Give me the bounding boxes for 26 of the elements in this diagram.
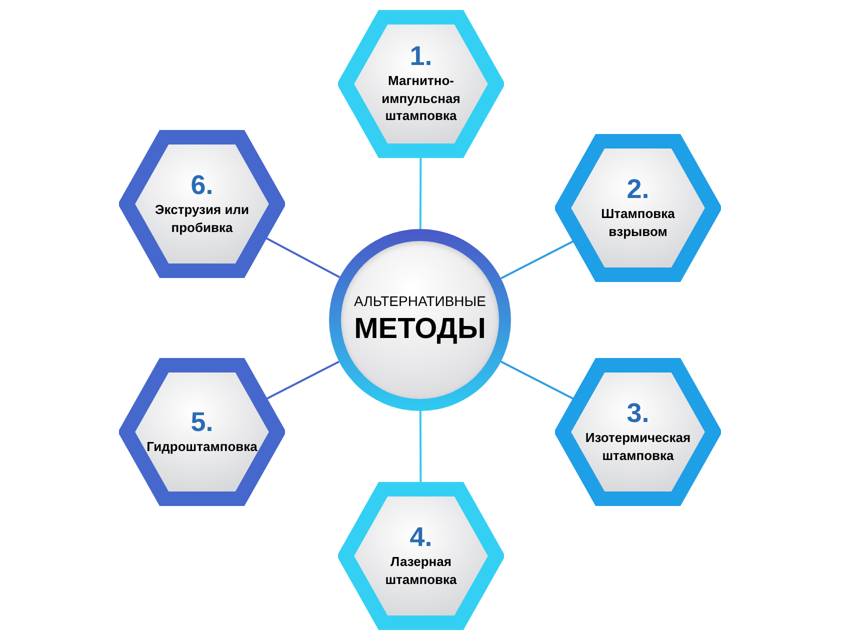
step-number: 5. bbox=[190, 408, 214, 436]
method-label: Изотермическая штамповка bbox=[584, 428, 692, 464]
connector-line bbox=[265, 237, 340, 278]
method-label: Гидроштамповка bbox=[146, 438, 258, 456]
hexagon-node bbox=[338, 10, 504, 158]
step-number: 2. bbox=[626, 176, 650, 203]
hexagon-node bbox=[338, 482, 504, 630]
connector-line bbox=[419, 411, 422, 482]
method-label: Магнитно-импульсная штамповка bbox=[380, 72, 462, 125]
method-label: Лазерная штамповка bbox=[384, 552, 458, 588]
title-text: МЕТОДЫ bbox=[354, 312, 486, 347]
hexagon-node bbox=[555, 134, 721, 282]
connector-line bbox=[419, 158, 422, 229]
hexagon-node bbox=[119, 358, 285, 506]
step-number: 3. bbox=[626, 400, 650, 427]
step-number: 6. bbox=[190, 172, 214, 199]
connector-line bbox=[500, 240, 574, 280]
step-number: 4. bbox=[410, 524, 432, 551]
hexagon-node bbox=[119, 130, 285, 278]
hexagon-node bbox=[555, 358, 721, 506]
method-label: Штамповка взрывом bbox=[600, 204, 676, 240]
connector-line bbox=[500, 360, 574, 400]
method-label: Экструзия или пробивка bbox=[154, 200, 250, 236]
step-number: 1. bbox=[410, 43, 432, 70]
connector-line bbox=[266, 360, 340, 400]
subtitle-text: АЛЬТЕРНАТИВНЫЕ bbox=[354, 293, 486, 311]
